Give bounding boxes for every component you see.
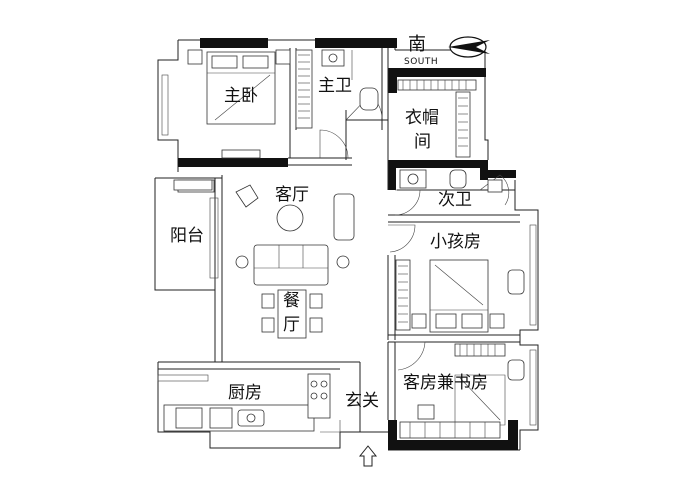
- guest-study-furniture: [399, 343, 525, 439]
- kids-bed: [411, 259, 505, 333]
- living-furniture: [177, 179, 355, 286]
- room-label-master-bath: 主卫: [318, 76, 352, 96]
- room-label-living-room: 客厅: [275, 185, 309, 205]
- kitchen-fixtures: [163, 373, 331, 432]
- room-label-guest-study: 客房兼书房: [403, 373, 488, 393]
- room-label-kitchen: 厨房: [228, 383, 262, 403]
- compass-sublabel: SOUTH: [404, 57, 438, 67]
- room-labels: 主卧 主卫 衣帽 间 次卫 客厅 阳台 餐 厅 小孩房 客房兼书房 厨房 玄关: [170, 76, 488, 411]
- entry-arrow-icon: [358, 445, 378, 467]
- cloakroom-shelves: [397, 79, 477, 158]
- room-label-dining-2: 厅: [283, 315, 300, 335]
- room-label-dining-1: 餐: [283, 291, 300, 311]
- doors: [319, 94, 510, 433]
- room-label-balcony: 阳台: [170, 226, 204, 246]
- compass-arrow-icon: [448, 36, 490, 58]
- room-label-kids-room: 小孩房: [430, 232, 481, 252]
- kids-wardrobe: [395, 259, 525, 331]
- second-bath-fixtures: [399, 169, 503, 193]
- compass: 南 SOUTH: [404, 34, 490, 67]
- master-bed: [187, 49, 291, 159]
- heavy-walls: [178, 38, 518, 450]
- room-label-cloakroom-1: 衣帽: [405, 108, 439, 128]
- balcony-fixtures: [173, 179, 219, 279]
- room-label-second-bath: 次卫: [438, 190, 472, 210]
- windows: [157, 74, 537, 426]
- room-label-entrance: 玄关: [345, 391, 379, 411]
- compass-label: 南: [408, 34, 426, 55]
- dining-table: [261, 289, 323, 339]
- master-wardrobe: [295, 49, 313, 129]
- master-bath-fixtures: [321, 49, 379, 111]
- room-label-master-bedroom: 主卧: [224, 86, 258, 106]
- room-label-cloakroom-2: 间: [414, 132, 431, 152]
- interior-partitions: [288, 48, 520, 432]
